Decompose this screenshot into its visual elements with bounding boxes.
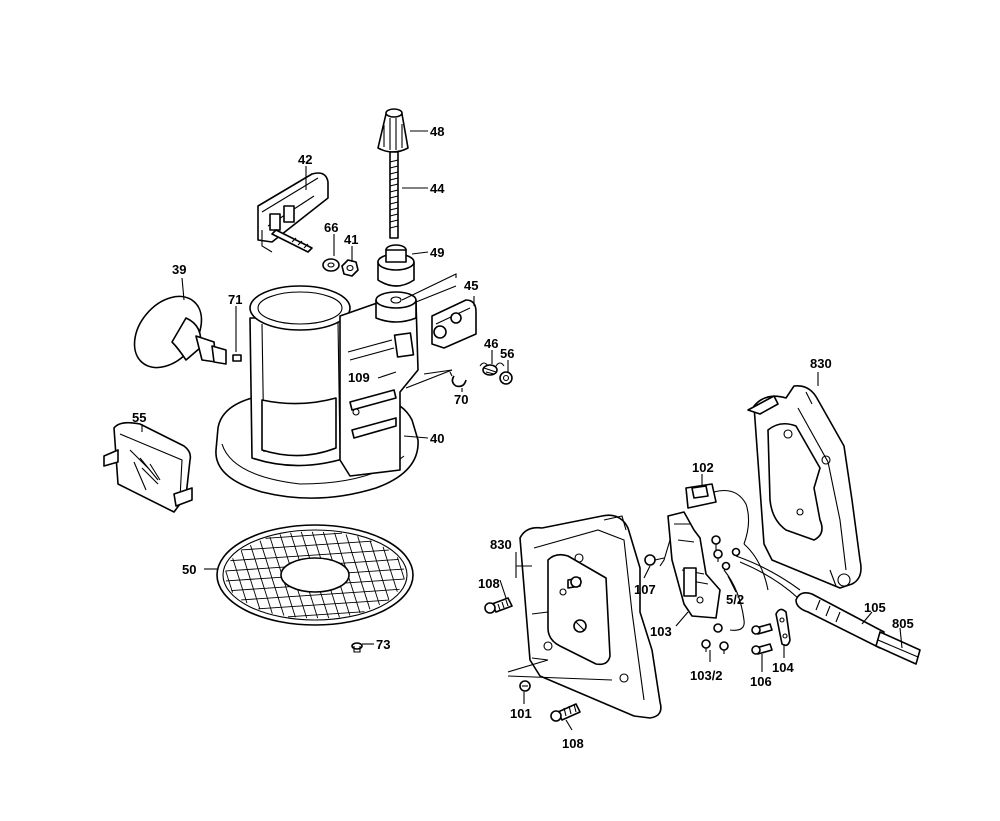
part-101-screw xyxy=(519,680,531,692)
part-42-bracket xyxy=(257,172,329,253)
plate-grid-line xyxy=(225,570,234,593)
part-48-adjustment-knob xyxy=(377,108,409,153)
part-46-spring xyxy=(479,362,505,376)
label-107: 107 xyxy=(634,582,656,597)
label-73: 73 xyxy=(376,637,390,652)
part-40-router-base xyxy=(215,285,419,499)
part-70-clip xyxy=(449,371,467,388)
label-66: 66 xyxy=(324,220,338,235)
label-39: 39 xyxy=(172,262,186,277)
plate-grid-line xyxy=(382,546,398,592)
label-106: 106 xyxy=(750,674,772,689)
label-42: 42 xyxy=(298,152,312,167)
part-screw-inner-2 xyxy=(573,619,587,633)
part-830-handle-half-front xyxy=(519,514,662,719)
plate-grid-line xyxy=(369,540,390,600)
label-41: 41 xyxy=(344,232,358,247)
label-109: 109 xyxy=(348,370,370,385)
part-71-small-pin xyxy=(232,354,242,362)
part-830-handle-half-rear xyxy=(747,384,862,589)
label-70: 70 xyxy=(454,392,468,407)
part-56-nut xyxy=(499,371,513,385)
part-screw-inner-1 xyxy=(567,576,582,589)
part-49-sleeve-nut xyxy=(377,244,415,287)
plate-grid-line xyxy=(232,558,248,604)
plate-grid-line xyxy=(241,540,372,551)
part-104-cord-clamp xyxy=(775,608,791,647)
label-102: 102 xyxy=(692,460,714,475)
part-52-wires xyxy=(723,543,801,631)
plate-grid-line xyxy=(265,532,343,539)
label-104: 104 xyxy=(772,660,794,675)
label-46: 46 xyxy=(484,336,498,351)
label-105: 105 xyxy=(864,600,886,615)
part-39-handle-knob xyxy=(133,295,227,369)
label-108-lower: 108 xyxy=(562,736,584,751)
part-103-switch xyxy=(659,511,721,619)
part-44-threaded-rod xyxy=(389,151,399,239)
plate-grid-line xyxy=(396,557,405,580)
plate-grid-line xyxy=(230,549,389,562)
plate-grid-line xyxy=(287,611,365,618)
label-55: 55 xyxy=(132,410,146,425)
label-48: 48 xyxy=(430,124,444,139)
plate-grid-line xyxy=(258,599,389,610)
plate-grid-line xyxy=(250,544,273,614)
part-labels: 48 44 42 66 41 49 39 71 45 46 56 109 70 … xyxy=(132,124,914,751)
part-107-screw xyxy=(644,554,665,566)
label-45: 45 xyxy=(464,278,478,293)
part-41-nut xyxy=(341,259,359,277)
part-55-chip-shield xyxy=(103,421,193,513)
label-44: 44 xyxy=(430,181,445,196)
label-50: 50 xyxy=(182,562,196,577)
plate-grid-line xyxy=(241,588,400,601)
label-5-2: 5/2 xyxy=(726,592,744,607)
label-830-front: 830 xyxy=(490,537,512,552)
part-73-screw xyxy=(351,642,363,653)
label-49: 49 xyxy=(430,245,444,260)
part-106-screws xyxy=(751,623,773,655)
part-66-washer xyxy=(322,258,340,272)
leader-lines xyxy=(141,130,903,731)
plate-grid-line xyxy=(240,550,261,610)
label-103: 103 xyxy=(650,624,672,639)
label-108-upper: 108 xyxy=(478,576,500,591)
label-101: 101 xyxy=(510,706,532,721)
label-56: 56 xyxy=(500,346,514,361)
part-805-power-cord xyxy=(875,631,921,665)
part-102-switch-cap xyxy=(685,483,750,545)
part-50-base-plate xyxy=(216,524,414,626)
part-108-screw-lower xyxy=(550,703,581,722)
part-45-clamp xyxy=(431,299,477,349)
part-108-screw-upper xyxy=(484,597,513,614)
label-71: 71 xyxy=(228,292,242,307)
label-805: 805 xyxy=(892,616,914,631)
label-103-2: 103/2 xyxy=(690,668,723,683)
label-40: 40 xyxy=(430,431,444,446)
part-terminal-screws xyxy=(701,535,741,654)
plate-grid-line xyxy=(357,536,380,606)
label-830-rear: 830 xyxy=(810,356,832,371)
